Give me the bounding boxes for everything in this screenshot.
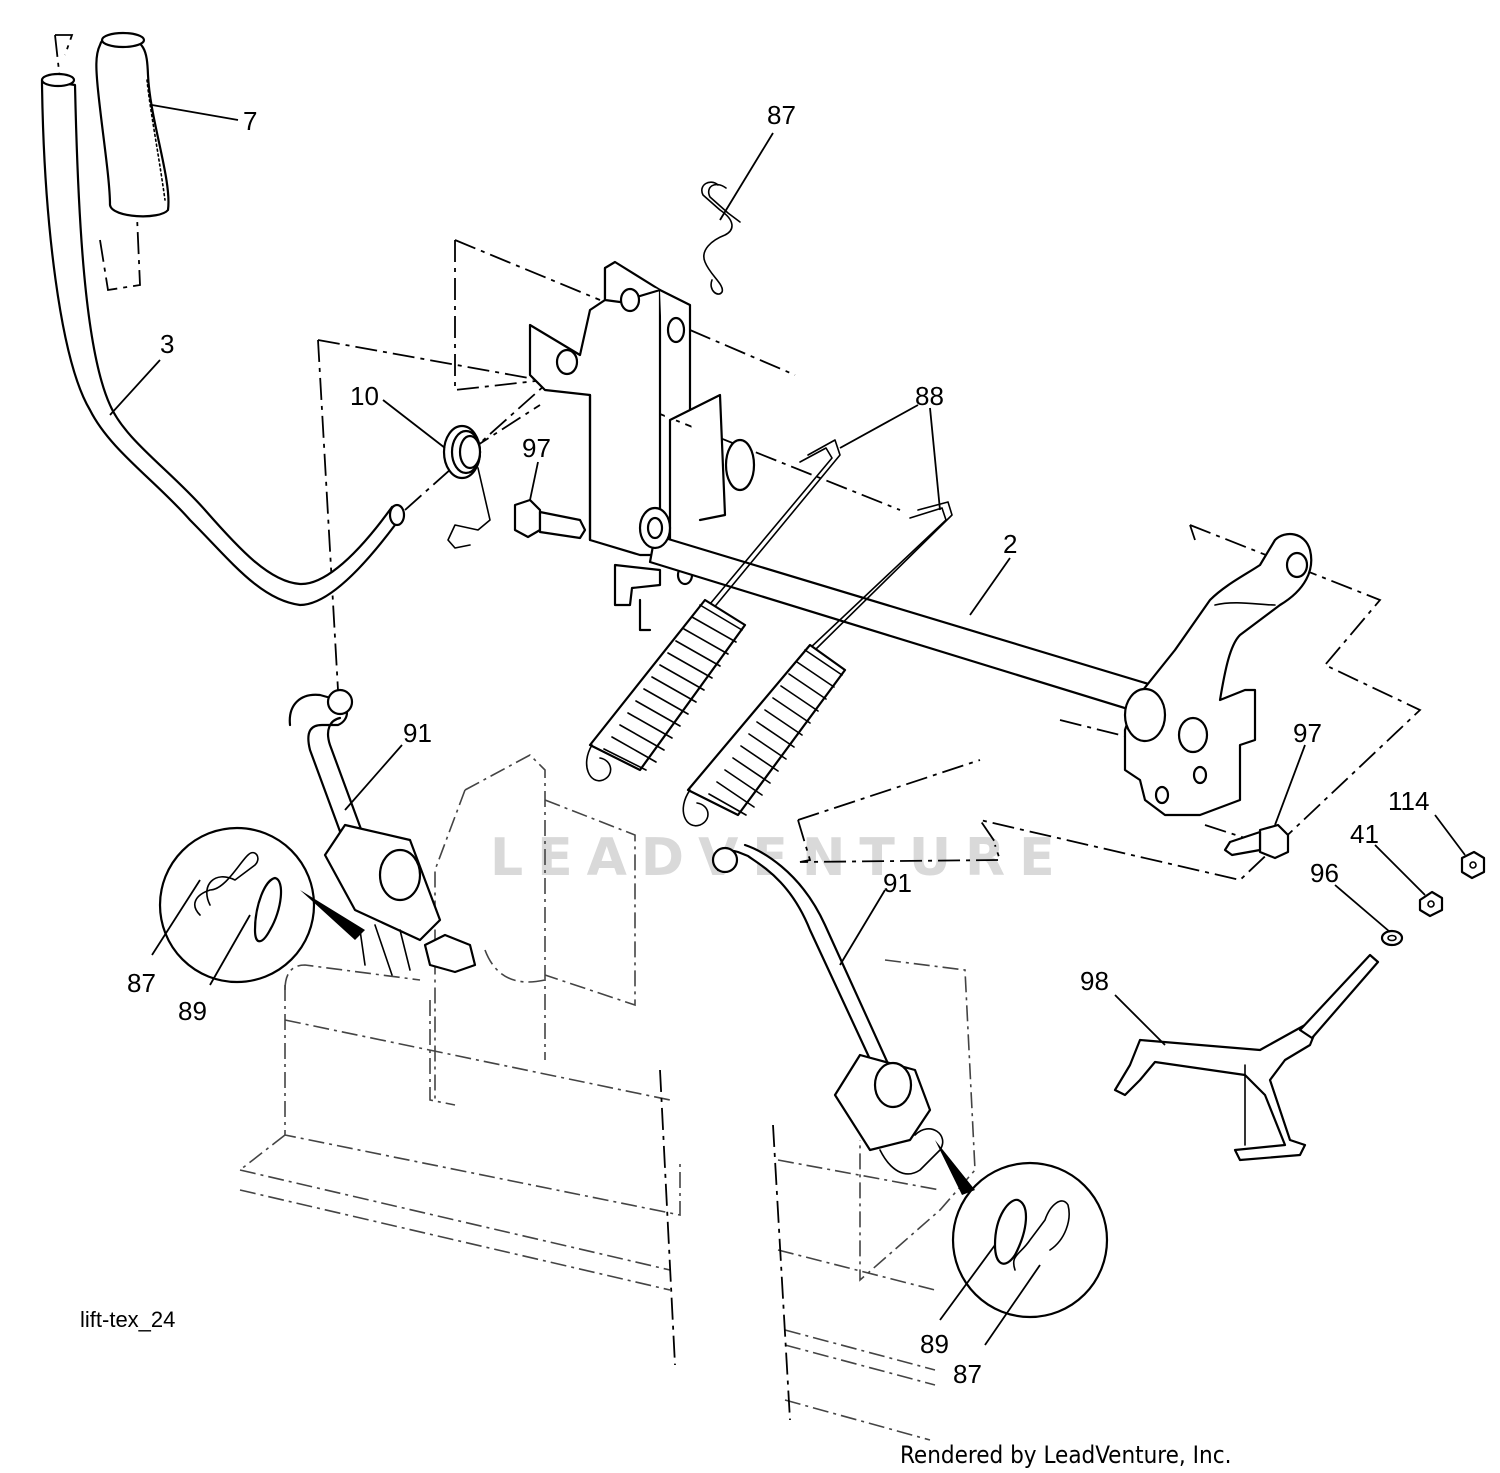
callout-87-right: 87 — [953, 1359, 982, 1389]
callout-97-left: 97 — [522, 433, 551, 463]
nut-114 — [1460, 850, 1486, 880]
render-credit: Rendered by LeadVenture, Inc. — [900, 1441, 1231, 1469]
right-lift-arm — [1123, 532, 1313, 817]
spring-rods-88 — [704, 439, 953, 651]
lift-bracket — [528, 260, 756, 632]
callout-89-left: 89 — [178, 996, 207, 1026]
detail-circle-left — [158, 826, 365, 984]
callout-87-top: 87 — [767, 100, 796, 130]
handle-grip-7 — [95, 31, 170, 218]
callout-3: 3 — [160, 329, 174, 359]
shoulder-bolt-97-right — [1223, 823, 1290, 860]
callout-2: 2 — [1003, 529, 1017, 559]
deck-bracket-98 — [1113, 953, 1380, 1162]
callout-41: 41 — [1350, 819, 1379, 849]
callout-10: 10 — [350, 381, 379, 411]
extension-spring-right — [682, 643, 847, 827]
extension-spring-left — [585, 598, 747, 782]
callout-97-right: 97 — [1293, 718, 1322, 748]
lift-link-91-right — [711, 843, 944, 1175]
torsion-spring-10 — [442, 424, 491, 549]
washer-96 — [1380, 929, 1404, 947]
lift-lever-3 — [40, 72, 406, 607]
callout-labels: 7 87 3 10 97 88 2 91 97 114 41 96 98 91 … — [127, 100, 1429, 1389]
lift-link-91-left — [288, 688, 477, 976]
callout-89-right: 89 — [920, 1329, 949, 1359]
callout-96: 96 — [1310, 858, 1339, 888]
leader-lines — [109, 104, 1466, 1346]
diagram-id: lift-tex_24 — [80, 1307, 175, 1332]
callout-7: 7 — [243, 106, 257, 136]
callout-88: 88 — [915, 381, 944, 411]
callout-114: 114 — [1388, 786, 1429, 816]
nut-41 — [1418, 890, 1444, 918]
phantom-deck-right — [772, 959, 976, 1441]
callout-91-left: 91 — [403, 718, 432, 748]
phantom-deck-left — [239, 754, 681, 1366]
callout-91-right: 91 — [883, 868, 912, 898]
shoulder-bolt-97-left — [513, 498, 587, 540]
callout-87-left: 87 — [127, 968, 156, 998]
callout-98: 98 — [1080, 966, 1109, 996]
detail-circle-right — [935, 1140, 1109, 1319]
hairpin-clip-87-top — [701, 181, 741, 295]
